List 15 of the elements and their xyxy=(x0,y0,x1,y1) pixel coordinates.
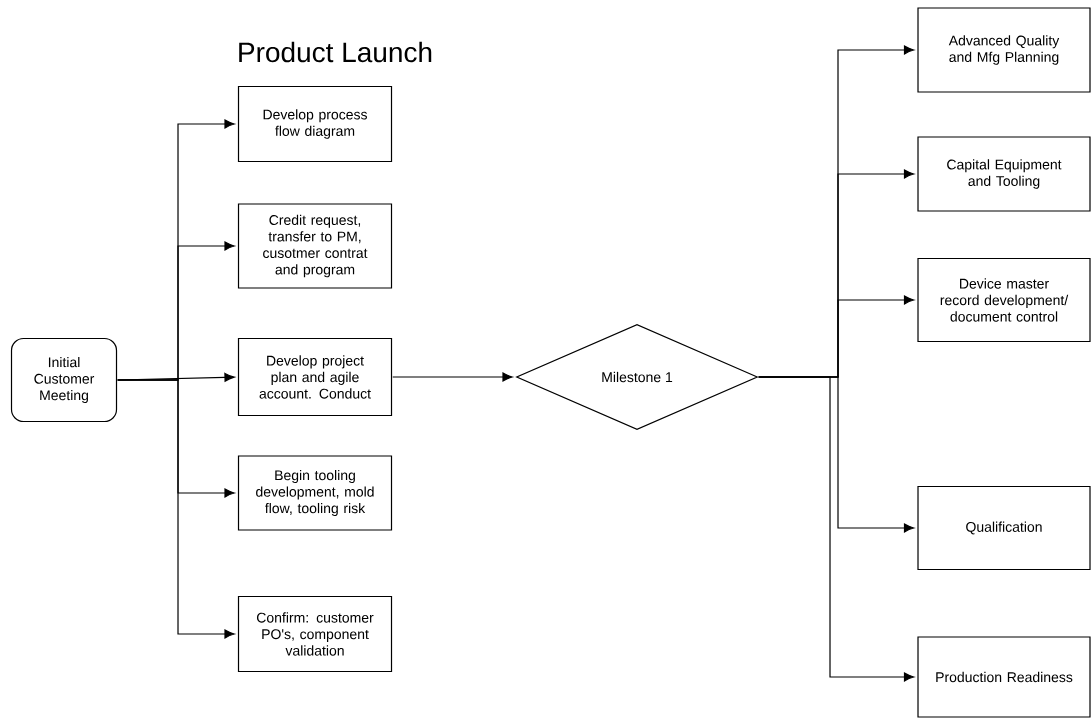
arrow xyxy=(392,372,513,382)
arrow xyxy=(758,376,915,682)
process-box: Begin tooling development, mold flow, tooling risk xyxy=(237,455,393,531)
process-box: Develop process flow diagram xyxy=(237,85,393,163)
title: Product Launch xyxy=(239,41,432,63)
process-box: Qualification xyxy=(917,485,1091,571)
process-box: Production Readiness xyxy=(917,636,1091,718)
process-box: Capital Equipment and Tooling xyxy=(917,136,1091,212)
process-box: Credit request, transfer to PM, cusotmer contrat and program xyxy=(237,203,393,289)
process-box: Device master record development/ document control xyxy=(917,257,1091,343)
start-box: Initial Customer Meeting xyxy=(10,337,118,423)
process-box: Develop project plan and agile account. Conduct xyxy=(237,337,393,417)
process-box: Confirm: customer PO's, component validation xyxy=(237,595,393,673)
arrow xyxy=(117,379,235,639)
process-box: Advanced Quality and Mfg Planning xyxy=(917,7,1091,93)
